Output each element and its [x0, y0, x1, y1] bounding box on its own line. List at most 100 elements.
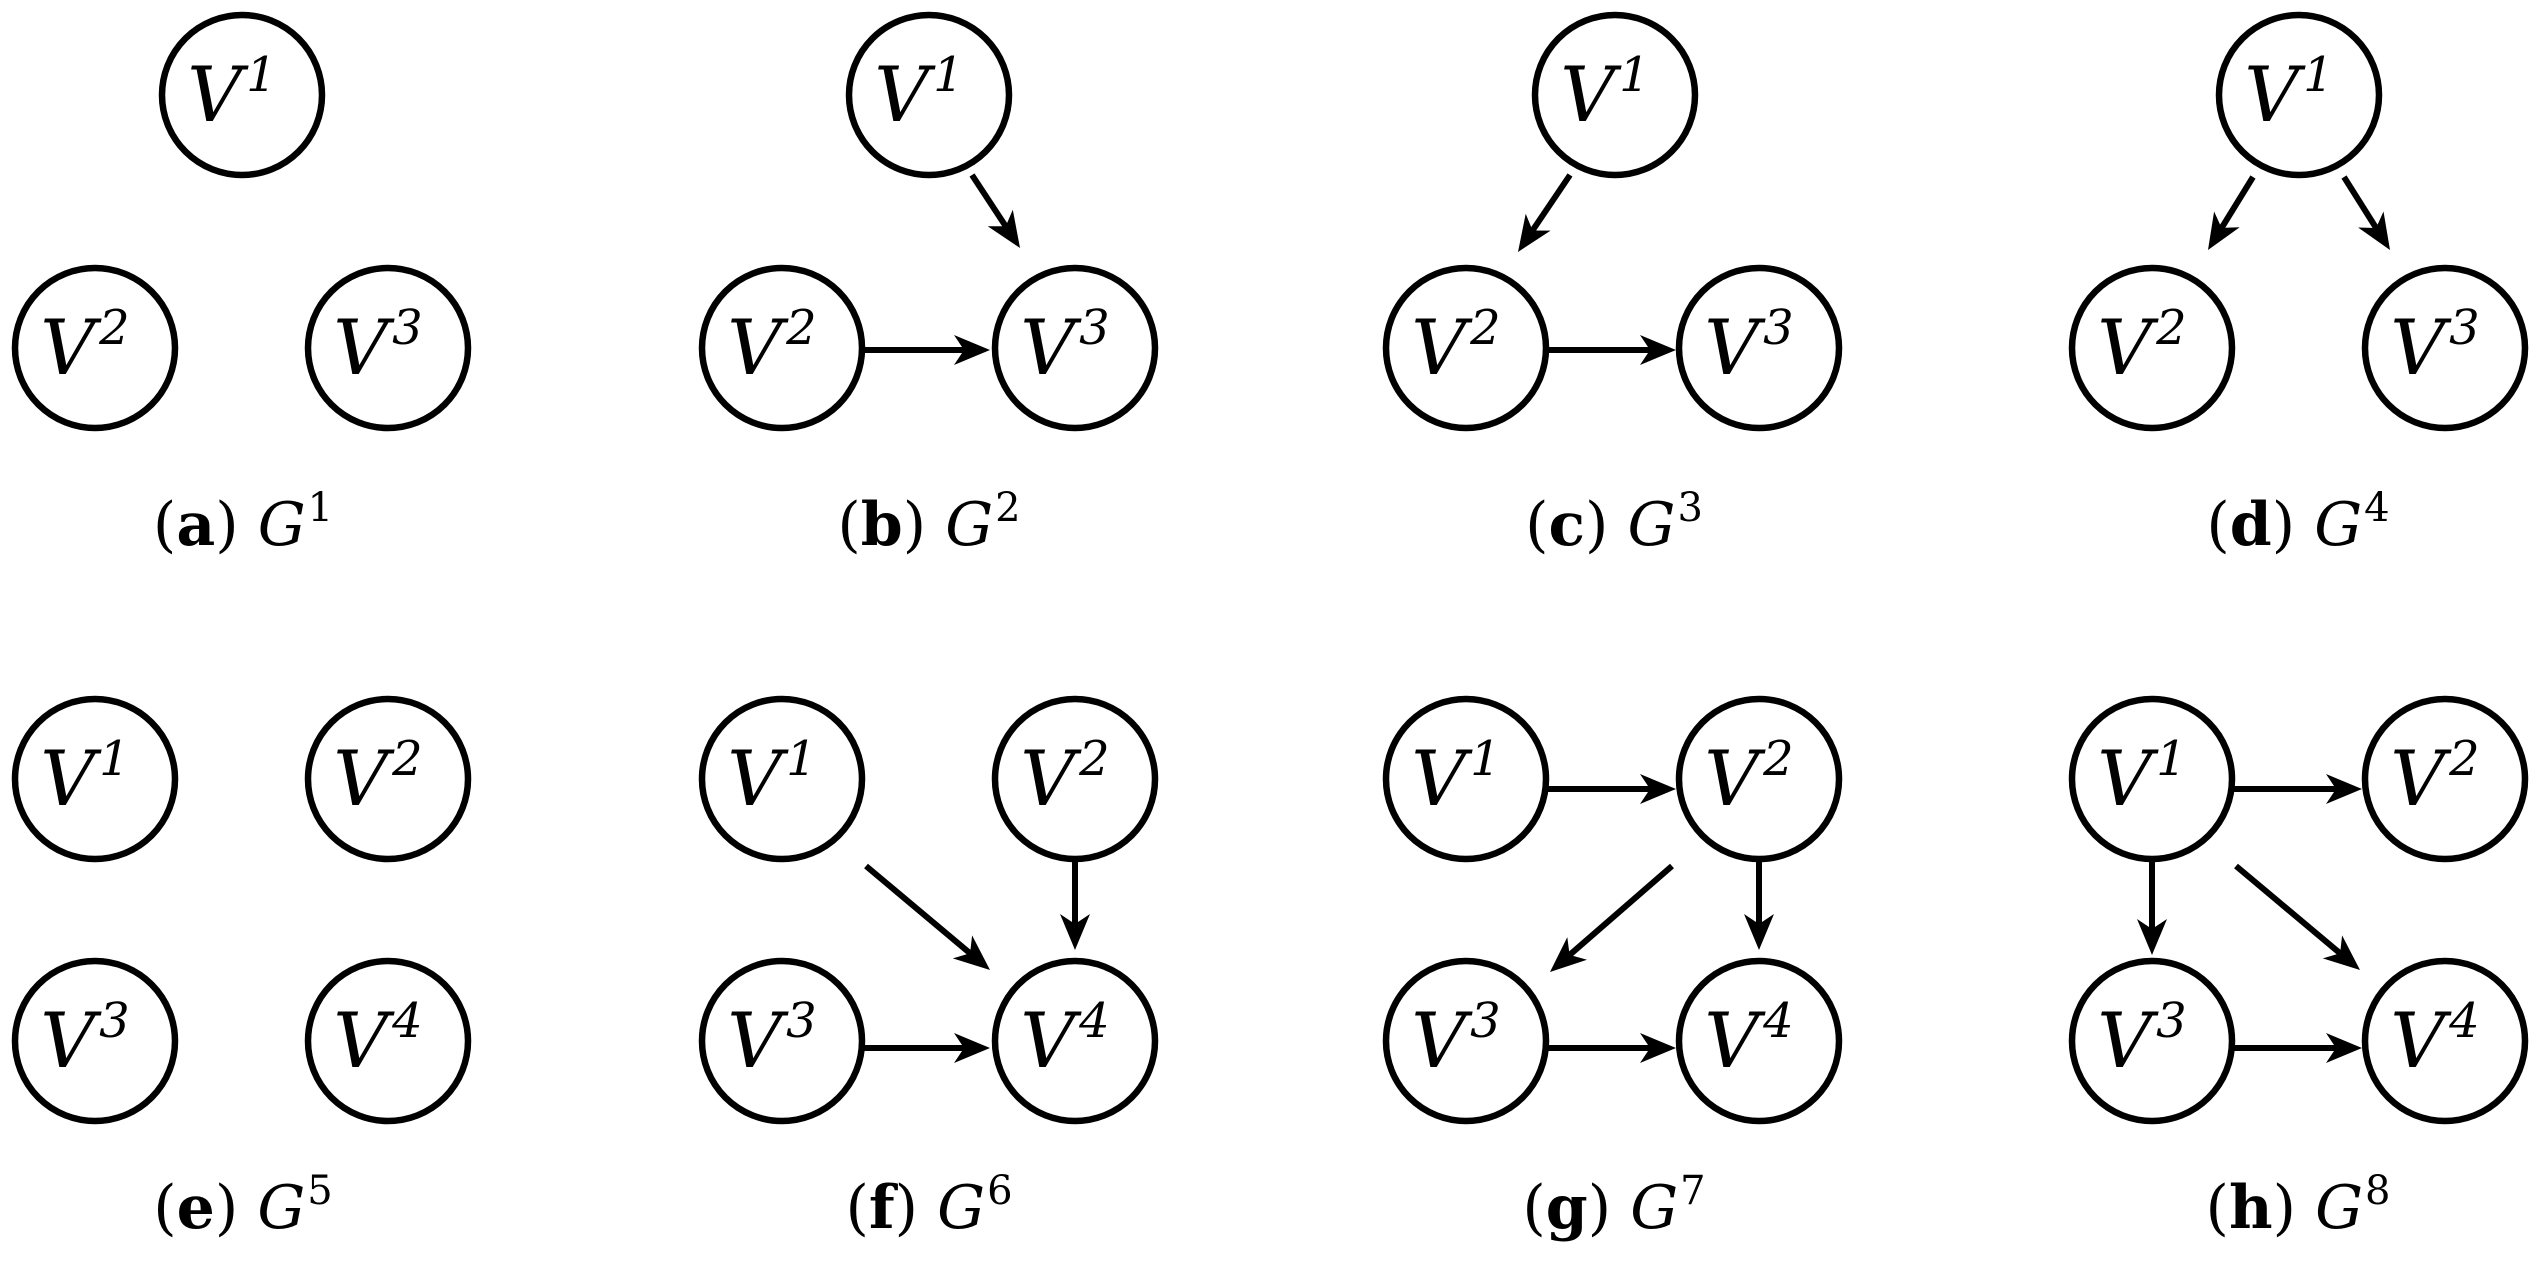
node-label: V1	[1411, 731, 1500, 823]
node-v4: V4	[2361, 957, 2529, 1125]
node-circle	[1382, 695, 1550, 863]
caption-letter: c	[1549, 490, 1586, 560]
arrow-head	[952, 935, 990, 970]
panel-caption: (d) G4	[2206, 485, 2389, 560]
node-label-base: V	[2244, 50, 2306, 139]
node-label-sup: 2	[98, 300, 130, 356]
caption-letter: a	[176, 490, 215, 560]
edge-v3-to-v4	[1548, 1033, 1676, 1063]
node-label: V4	[1704, 993, 1793, 1085]
node-circle	[2068, 695, 2236, 863]
node-label-sup: 3	[392, 300, 423, 356]
node-v1: V1	[158, 11, 326, 179]
node-circle	[11, 264, 179, 432]
caption-graph-base: G	[1628, 490, 1676, 560]
node-circle	[1382, 264, 1550, 432]
arrow-head	[2326, 1033, 2362, 1063]
node-circle	[991, 957, 1159, 1125]
edge-shaft	[2341, 175, 2379, 230]
node-circle	[1675, 264, 1843, 432]
node-label-base: V	[333, 996, 395, 1085]
node-label-sup: 2	[1762, 731, 1794, 787]
node-label-sup: 2	[1078, 731, 1110, 787]
caption-graph-sup: 8	[2365, 1168, 2390, 1214]
arrow-head	[954, 1033, 990, 1063]
node-v4: V4	[1675, 957, 1843, 1125]
panel-caption: (h) G8	[2206, 1168, 2391, 1243]
node-label: V3	[2390, 300, 2479, 392]
node-label: V4	[333, 993, 422, 1085]
arrow-head	[1640, 335, 1676, 365]
node-label-sup: 1	[1619, 47, 1650, 103]
node-v3: V3	[304, 264, 472, 432]
panel-a: V1V 2 V3 (a) G1	[11, 11, 472, 560]
node-circle	[304, 264, 472, 432]
edge-v1-to-v3	[2341, 175, 2390, 250]
caption-graph-sup: 2	[995, 485, 1020, 531]
node-v2: V2	[2361, 695, 2529, 863]
caption-letter: d	[2230, 490, 2272, 560]
node-circle	[2068, 957, 2236, 1125]
caption-graph-base: G	[2315, 1173, 2363, 1243]
node-label: V2	[1704, 731, 1793, 823]
node-label: V1	[2097, 731, 2186, 823]
node-label-sup: 2	[391, 731, 423, 787]
node-v2: V2	[1382, 264, 1550, 432]
node-label-base: V	[2390, 996, 2452, 1085]
node-label-sup: 2	[2155, 300, 2187, 356]
caption-open-paren: (	[153, 490, 176, 560]
caption-graph-base: G	[258, 490, 306, 560]
node-circle	[698, 695, 866, 863]
node-label-base: V	[2097, 996, 2159, 1085]
edge-v2-to-v3	[1548, 335, 1676, 365]
node-label: V3	[2097, 993, 2186, 1085]
node-circle	[698, 264, 866, 432]
node-label-base: V	[2390, 303, 2452, 392]
node-v1: V1	[845, 11, 1013, 179]
caption-graph-sup: 5	[307, 1168, 332, 1214]
caption-open-paren: (	[1525, 490, 1548, 560]
node-label: V2	[2390, 731, 2479, 823]
node-label-base: V	[1020, 996, 1082, 1085]
node-circle	[1531, 11, 1699, 179]
node-v3: V3	[991, 264, 1159, 432]
caption-close-paren: )	[2273, 1173, 2315, 1243]
node-label: V4	[2390, 993, 2479, 1085]
node-circle	[158, 11, 326, 179]
edge-v2-to-v4	[1744, 860, 1774, 950]
node-label-base: V	[40, 734, 102, 823]
node-v1: V1	[698, 695, 866, 863]
node-label-base: V	[727, 996, 789, 1085]
arrow-head	[2326, 774, 2362, 804]
node-label-sup: 3	[99, 993, 130, 1049]
node-label-sup: 4	[1762, 993, 1794, 1049]
arrow-head	[2358, 211, 2390, 250]
panel-caption: (e) G5	[153, 1168, 332, 1243]
node-label: V1	[187, 47, 276, 139]
arrow-head	[954, 335, 990, 365]
node-label-sup: 2	[2448, 731, 2480, 787]
node-circle	[698, 957, 866, 1125]
node-circle	[1382, 957, 1550, 1125]
caption-letter: g	[1546, 1173, 1588, 1243]
caption-close-paren: )	[215, 490, 257, 560]
panel-caption: (b) G2	[837, 485, 1020, 560]
node-v3: V3	[698, 957, 866, 1125]
node-label-base: V	[1560, 50, 1622, 139]
arrow-head	[1640, 774, 1676, 804]
arrow-head	[2322, 935, 2360, 970]
edge-v1-to-v2	[2208, 175, 2256, 250]
node-v2: V2	[2068, 264, 2236, 432]
node-label-sup: 1	[786, 731, 817, 787]
node-label-base: V	[333, 303, 395, 392]
node-label-sup: 3	[1470, 993, 1501, 1049]
node-label: V1	[40, 731, 129, 823]
node-circle	[304, 957, 472, 1125]
caption-graph-sup: 1	[308, 485, 333, 531]
edge-v1-to-v2	[2234, 774, 2362, 804]
caption-close-paren: )	[2272, 490, 2314, 560]
arrow-head	[1550, 937, 1587, 972]
